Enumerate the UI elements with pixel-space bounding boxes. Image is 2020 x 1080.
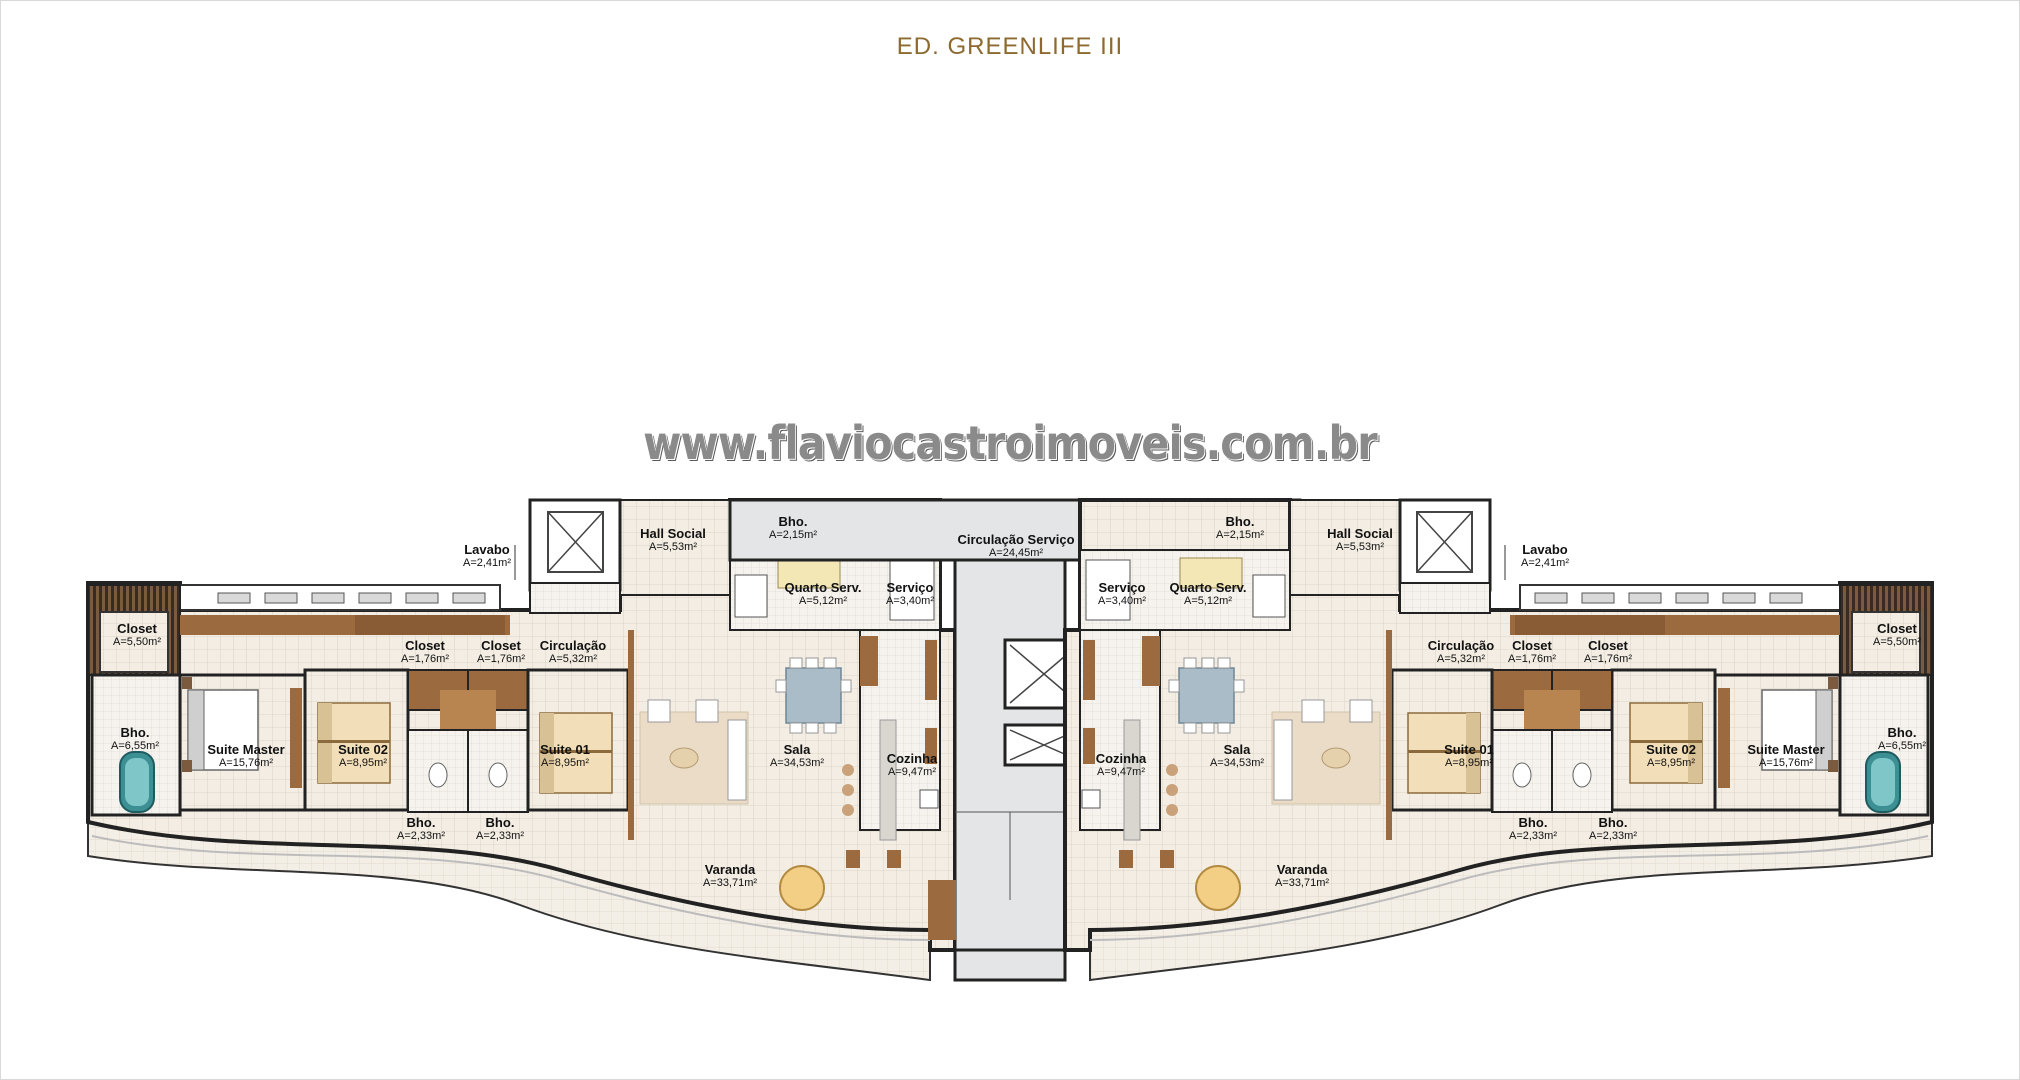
label-bho-service-right: Bho.A=2,15m²: [1216, 514, 1264, 542]
left-apartment: [86, 498, 957, 952]
label-quarto-serv-left: Quarto Serv.A=5,12m²: [784, 580, 862, 608]
label-bho-2-right: Bho.A=2,33m²: [1589, 815, 1637, 843]
label-bho-master-left: Bho.A=6,55m²: [111, 725, 159, 753]
label-bho-master-right: Bho.A=6,55m²: [1878, 725, 1926, 753]
label-bho-1-left: Bho.A=2,33m²: [397, 815, 445, 843]
label-bho-2-left: Bho.A=2,33m²: [476, 815, 524, 843]
label-bho-1-right: Bho.A=2,33m²: [1509, 815, 1557, 843]
building-title: ED. GREENLIFE III: [896, 33, 1124, 60]
leader-lines: [514, 545, 1506, 580]
label-bho-service-left: Bho.A=2,15m²: [769, 514, 817, 542]
label-quarto-serv-right: Quarto Serv.A=5,12m²: [1169, 580, 1247, 608]
watermark-text: www.flaviocastroimoveis.com.br: [643, 416, 1378, 470]
right-apartment: [1063, 498, 1934, 952]
